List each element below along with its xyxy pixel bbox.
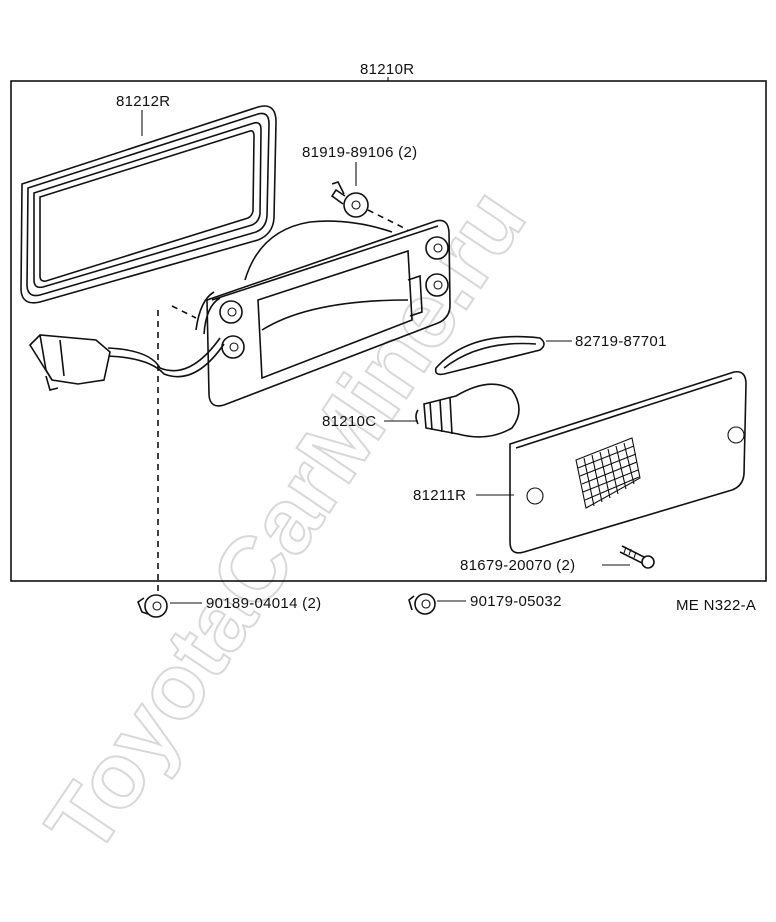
clip-dash-line (367, 209, 409, 231)
label-gasket: 81212R (116, 93, 170, 110)
lens-grid (575, 437, 641, 509)
label-clip: 81919-89106 (2) (302, 144, 417, 161)
lamp-housing-part (206, 219, 451, 407)
connector-part (28, 291, 225, 391)
nut-right-part (408, 593, 436, 615)
label-lens: 81211R (413, 487, 466, 504)
clip-part (330, 181, 369, 218)
diagram-code: ME N322-A (676, 597, 756, 614)
label-nut-left: 90189-04014 (2) (206, 595, 321, 612)
assembly-label: 81210R (360, 61, 414, 78)
bulb-part (415, 383, 520, 438)
label-bulb: 81210C (322, 413, 376, 430)
label-lens-gasket: 82719-87701 (575, 333, 667, 350)
label-nut-right: 90179-05032 (470, 593, 562, 610)
screw-part (619, 545, 655, 569)
label-screw: 81679-20070 (2) (460, 557, 575, 574)
left-dash-short (171, 305, 197, 319)
gasket-part (20, 105, 277, 304)
lens-part (509, 370, 747, 554)
lens-gasket-part (434, 335, 545, 376)
nut-left-part (137, 594, 168, 618)
